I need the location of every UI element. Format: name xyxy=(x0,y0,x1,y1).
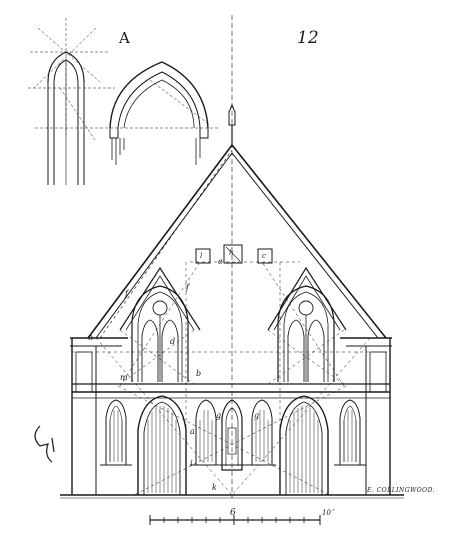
letter-n: n xyxy=(88,333,94,342)
letter-i: i xyxy=(190,459,193,468)
letter-e: e xyxy=(218,257,223,266)
scale-label-six: 6 xyxy=(230,508,236,518)
letter-f-left: f xyxy=(125,289,128,298)
upper-window-left xyxy=(131,285,189,382)
gablets xyxy=(119,266,347,331)
elevation-body xyxy=(60,337,404,499)
lancet-small xyxy=(47,51,85,185)
letter-k: k xyxy=(212,483,217,492)
scale-label-ten: 10˝ xyxy=(322,509,335,517)
figure-letter: A xyxy=(119,29,130,47)
letter-a: a xyxy=(190,427,195,436)
plate-number: 12 xyxy=(297,28,319,48)
arch-detail-a xyxy=(28,18,218,185)
geometry-lines xyxy=(95,261,371,496)
box-label-right: c xyxy=(262,252,266,260)
arch-hatching xyxy=(109,406,357,493)
gable-boxes xyxy=(195,244,273,264)
letter-g-right: g xyxy=(254,411,260,420)
letter-g-left: g xyxy=(216,411,222,420)
letter-f-right: f xyxy=(186,283,189,292)
letter-m: m xyxy=(120,373,128,382)
scale-bar xyxy=(149,515,321,525)
signature: E. COLLINGWOOD. xyxy=(367,487,436,494)
gable xyxy=(87,103,387,339)
box-label-middle: h xyxy=(229,249,234,257)
box-label-left: l xyxy=(200,252,203,260)
arcade xyxy=(100,395,366,495)
arch-large xyxy=(109,61,209,165)
letter-d: d xyxy=(170,337,176,346)
hand-mark xyxy=(34,425,55,463)
letter-b: b xyxy=(196,369,202,378)
